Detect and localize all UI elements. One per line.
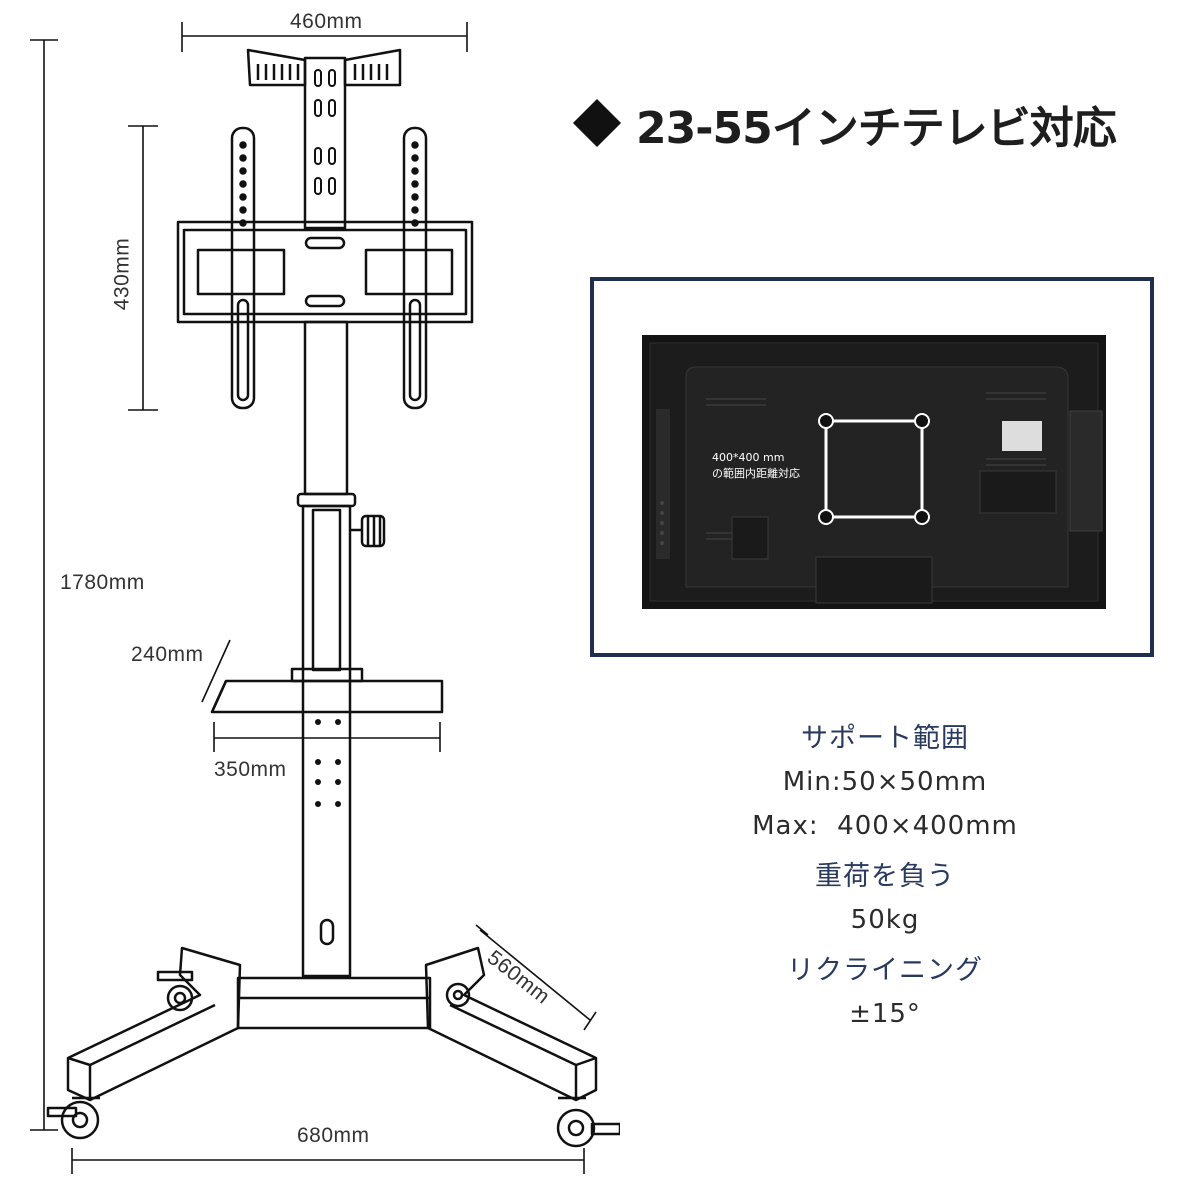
dim-label-shelf-width: 350mm: [214, 758, 287, 781]
page-title: 23-55インチテレビ対応: [636, 103, 1117, 154]
dim-label-top-width: 460mm: [290, 10, 363, 33]
upper-pole: [303, 320, 349, 496]
caster-back-right: [445, 982, 471, 1008]
dim-line-base: [71, 1148, 585, 1174]
support-max: Max: 400×400mm: [752, 811, 1018, 841]
leg-right: [424, 946, 598, 1102]
support-min: Min:50×50mm: [782, 767, 988, 797]
dim-line-top: [181, 22, 468, 52]
stand-diagram: [30, 22, 620, 1174]
tv-arm-left: [230, 126, 256, 410]
vesa-square: [818, 413, 930, 525]
caster-back-left: [156, 970, 194, 1012]
dim-line-bracket: [128, 125, 158, 411]
dim-label-base-width: 680mm: [297, 1124, 370, 1147]
pole-collar: [296, 492, 357, 508]
vesa-label-line1: 400*400 mm: [712, 451, 784, 464]
load-heading: 重荷を負う: [815, 861, 955, 892]
base-bar: [236, 976, 432, 1030]
tv-arm-right: [402, 126, 428, 410]
caster-front-right: [556, 1096, 620, 1148]
dim-label-bracket-height: 430mm: [110, 237, 134, 311]
caster-front-left: [46, 1096, 100, 1140]
top-tray: [246, 48, 402, 87]
tilt-heading: リクライニング: [787, 955, 983, 986]
lower-pole: [301, 504, 352, 978]
dim-label-total-height: 1780mm: [60, 571, 145, 594]
height-knob: [350, 514, 386, 548]
load-value: 50kg: [850, 905, 920, 935]
title-row: 23-55インチテレビ対応: [578, 92, 1117, 156]
leg-left: [66, 946, 242, 1102]
tv-back-image: 400*400 mm の範囲内距離対応: [642, 335, 1106, 609]
tilt-value: ±15°: [849, 999, 921, 1029]
upper-plate: [303, 56, 347, 230]
tv-back-inset: 400*400 mm の範囲内距離対応: [590, 277, 1154, 657]
dim-line-height: [30, 39, 58, 1131]
support-heading: サポート範囲: [801, 723, 969, 754]
spec-panel: サポート範囲 Min:50×50mm Max: 400×400mm 重荷を負う …: [720, 712, 1050, 1036]
diamond-icon: [578, 94, 618, 154]
vesa-label-line2: の範囲内距離対応: [712, 466, 800, 480]
dim-label-shelf-depth: 240mm: [131, 643, 204, 666]
media-shelf: [210, 667, 444, 714]
